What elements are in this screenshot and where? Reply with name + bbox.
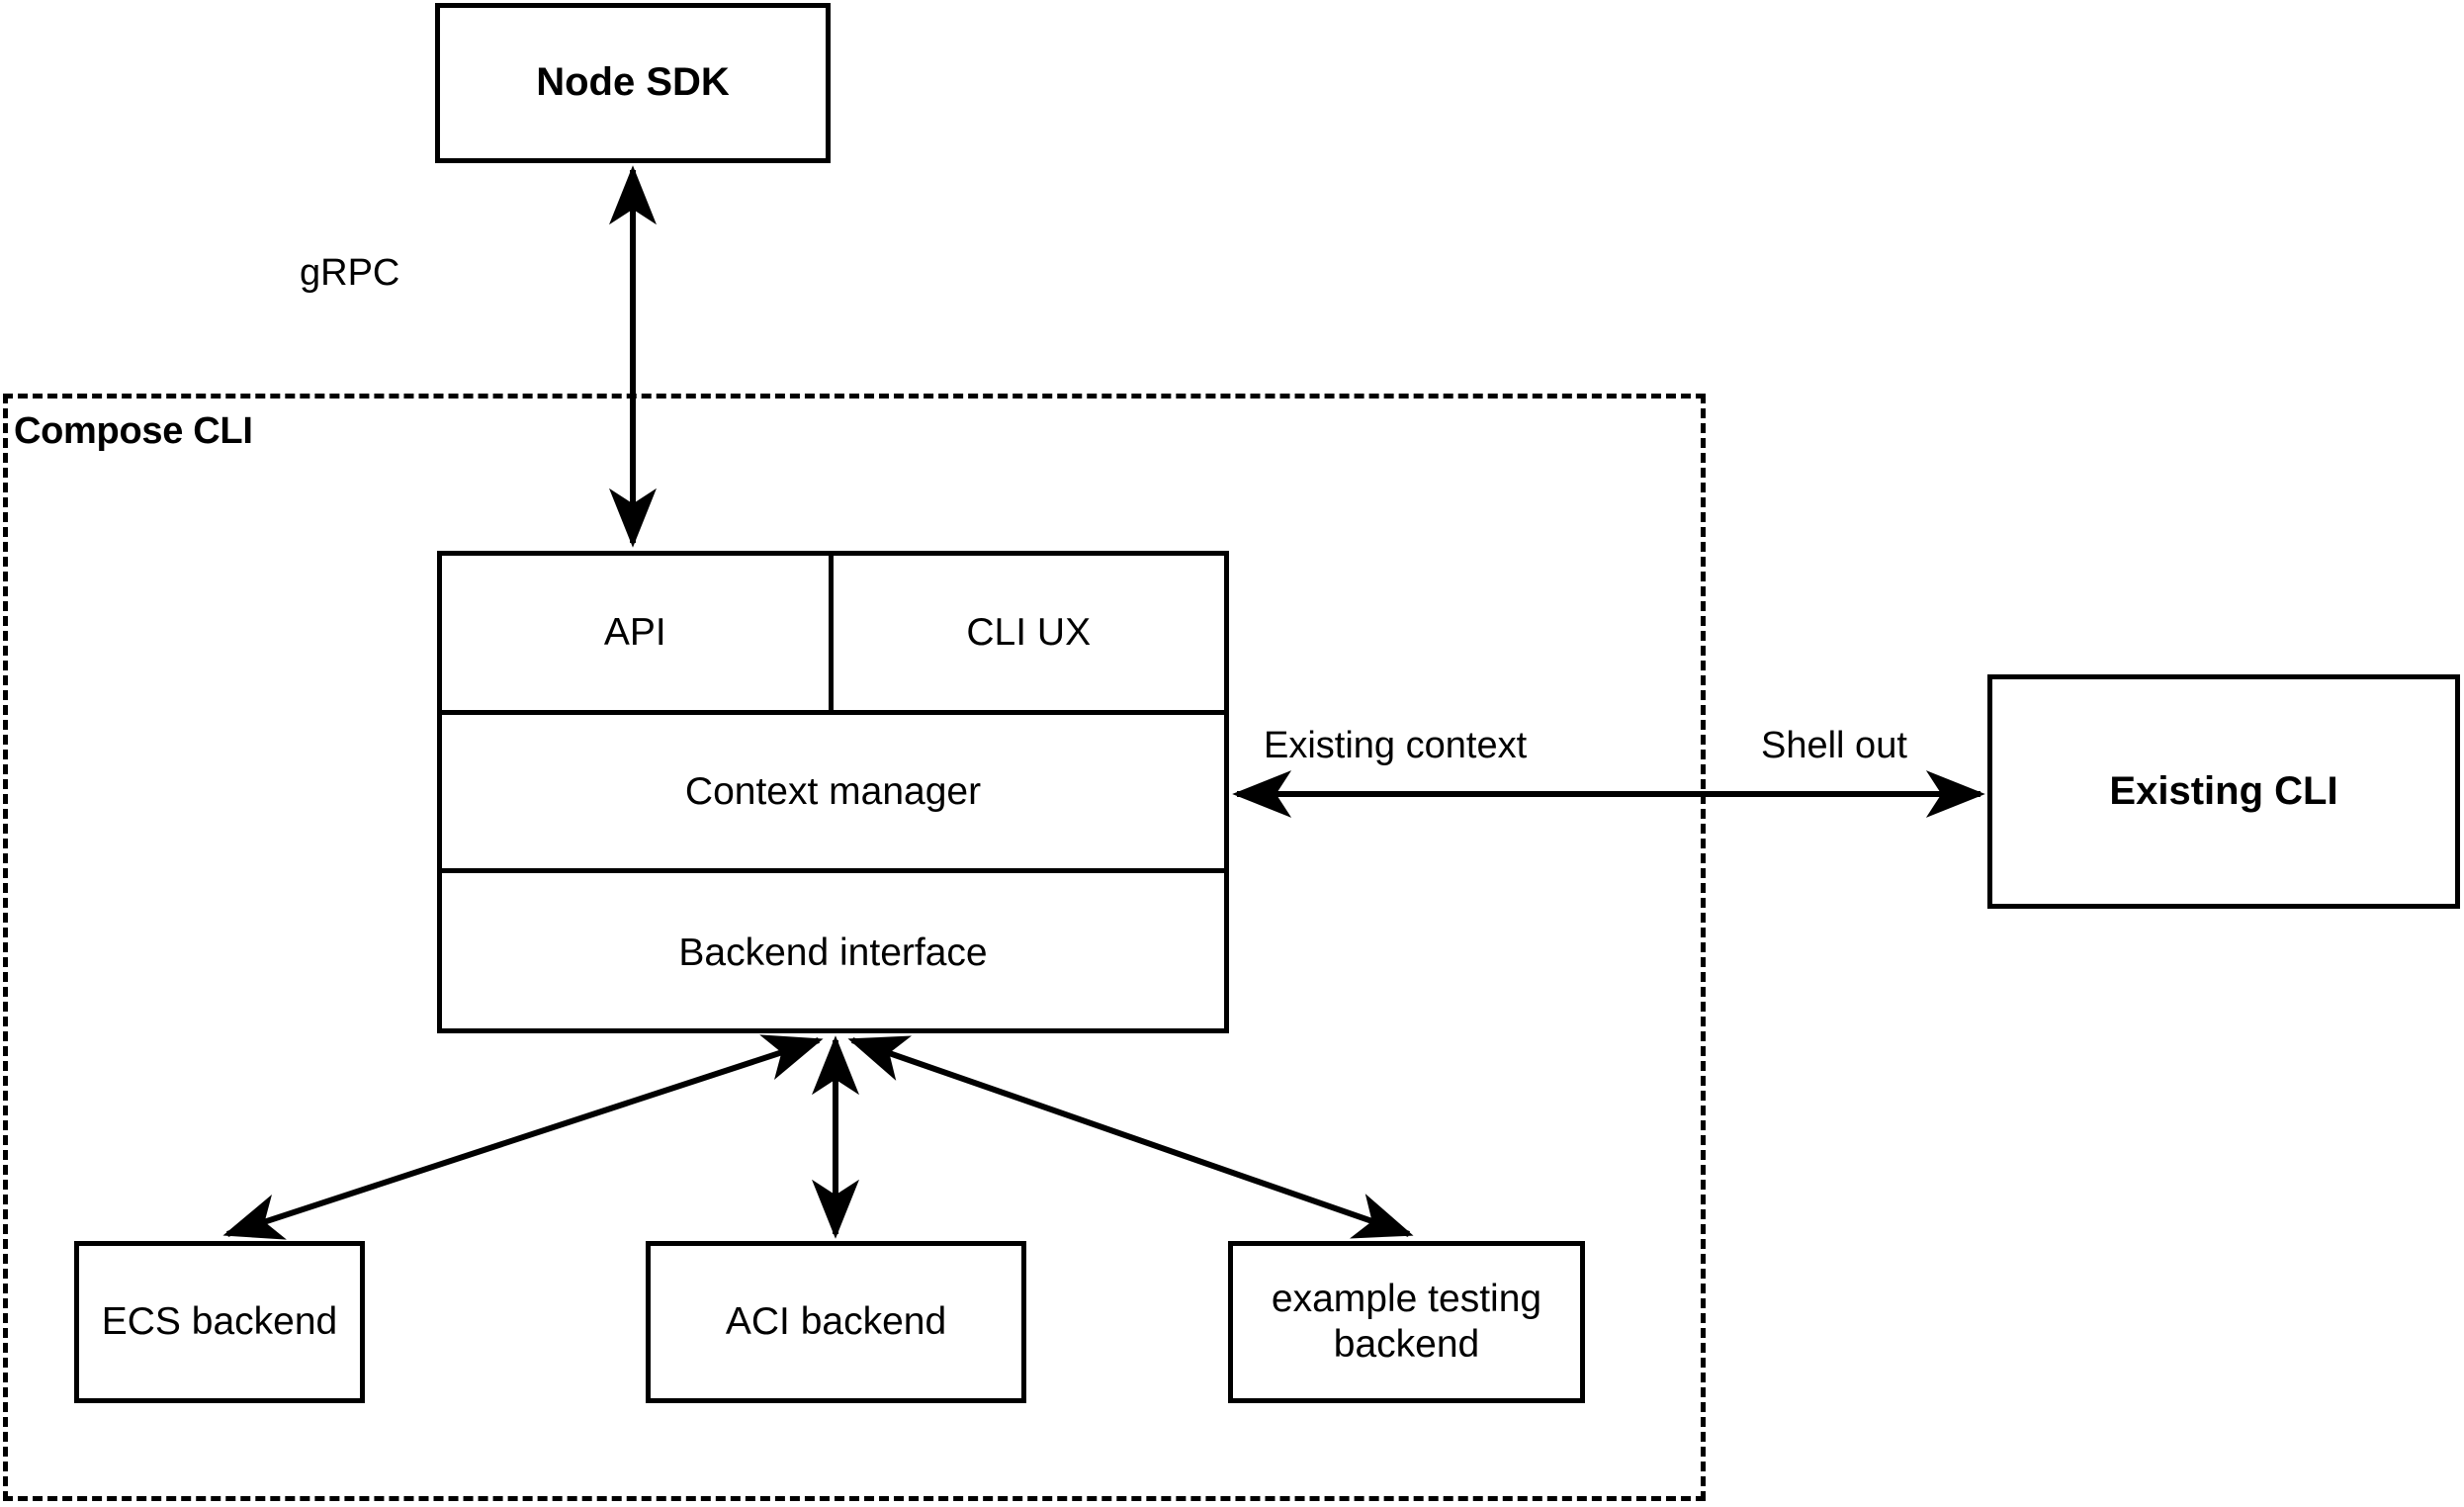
context-manager-cell: Context manager [442, 715, 1224, 868]
aci-backend-box[interactable]: ACI backend [646, 1241, 1026, 1403]
node-sdk-box[interactable]: Node SDK [435, 3, 831, 163]
stack-row-api-cliux: API CLI UX [442, 556, 1224, 715]
example-testing-backend-box[interactable]: example testing backend [1228, 1241, 1585, 1403]
compose-cli-group-label: Compose CLI [14, 410, 253, 452]
api-label: API [603, 611, 666, 654]
stack-row-backend-interface[interactable]: Backend interface [442, 873, 1224, 1033]
compose-cli-group-boundary [3, 394, 1706, 1501]
cli-ux-label: CLI UX [966, 611, 1092, 654]
example-testing-backend-label-line2: backend [1333, 1323, 1480, 1366]
edge-label-existing-context: Existing context [1264, 725, 1528, 766]
edge-label-shell-out: Shell out [1761, 725, 1907, 766]
ecs-backend-label: ECS backend [101, 1299, 338, 1343]
cli-ux-cell[interactable]: CLI UX [834, 556, 1225, 710]
edge-label-grpc: gRPC [300, 252, 400, 294]
existing-cli-box[interactable]: Existing CLI [1987, 674, 2460, 909]
backend-interface-cell: Backend interface [442, 873, 1224, 1033]
backend-interface-label: Backend interface [678, 931, 988, 974]
node-sdk-label: Node SDK [536, 60, 730, 105]
ecs-backend-box[interactable]: ECS backend [74, 1241, 365, 1403]
compose-cli-component-stack: API CLI UX Context manager Backend inter… [437, 551, 1229, 1033]
aci-backend-label: ACI backend [725, 1299, 947, 1343]
example-testing-backend-label-line1: example testing [1271, 1277, 1542, 1320]
stack-row-context-manager[interactable]: Context manager [442, 715, 1224, 873]
example-testing-backend-label: example testing backend [1262, 1277, 1551, 1368]
api-cell[interactable]: API [442, 556, 834, 710]
existing-cli-label: Existing CLI [2109, 768, 2338, 813]
context-manager-label: Context manager [684, 769, 982, 813]
